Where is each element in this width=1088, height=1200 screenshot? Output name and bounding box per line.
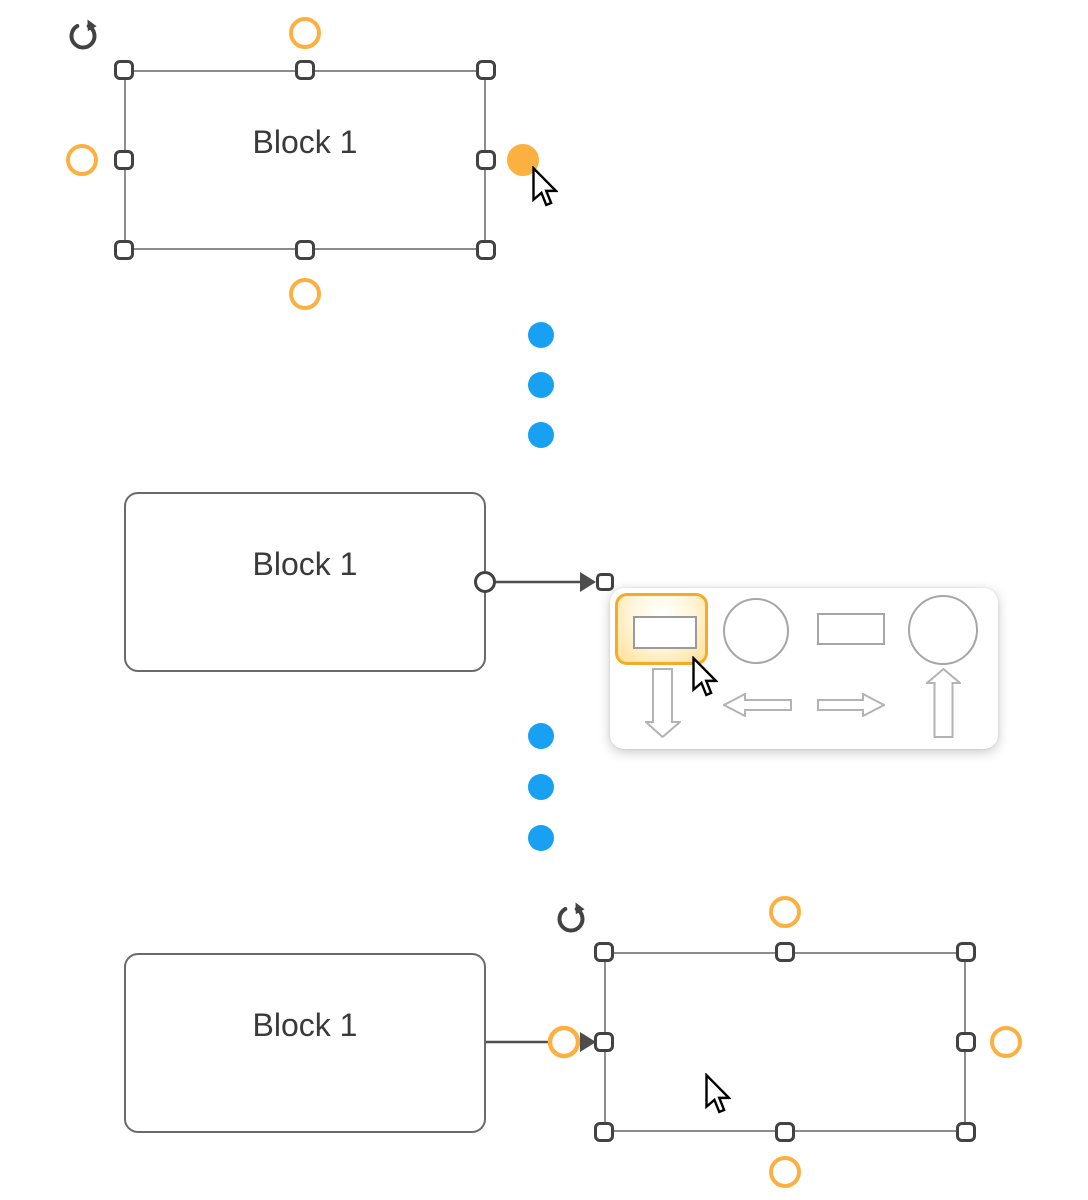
shape-picker-popup: [610, 588, 998, 749]
resize-handle-n[interactable]: [775, 942, 795, 962]
connector-arrowhead: [580, 572, 596, 592]
step-separator-dot: [528, 372, 554, 398]
resize-handle-sw[interactable]: [114, 240, 134, 260]
shape-label: Block 1: [252, 545, 358, 582]
direction-arrow-top[interactable]: [289, 17, 321, 49]
step-separator-dot: [528, 322, 554, 348]
connector-edge[interactable]: [495, 570, 599, 594]
step-separator-dot: [528, 723, 554, 749]
resize-handle-n[interactable]: [295, 60, 315, 80]
connector-arrowhead: [580, 1032, 596, 1052]
resize-handle-e[interactable]: [476, 150, 496, 170]
shape-block1[interactable]: Block 1: [124, 492, 486, 672]
shape-option-arrow-down[interactable]: [645, 668, 681, 738]
rectangle-shape-icon: [633, 616, 697, 649]
shape-label: Block 1: [252, 1006, 358, 1043]
selected-shape-block1[interactable]: Block 1: [124, 70, 486, 250]
mouse-cursor: [705, 1073, 731, 1114]
resize-handle-ne[interactable]: [476, 60, 496, 80]
shape-label: Block 1: [252, 123, 358, 160]
shape-block1[interactable]: Block 1: [124, 953, 486, 1133]
resize-handle-s[interactable]: [295, 240, 315, 260]
rotate-handle-icon[interactable]: [66, 18, 100, 52]
resize-handle-ne[interactable]: [956, 942, 976, 962]
resize-handle-w[interactable]: [114, 150, 134, 170]
resize-handle-w[interactable]: [594, 1032, 614, 1052]
shape-option-arrow-right[interactable]: [817, 693, 885, 717]
step-separator-dot: [528, 774, 554, 800]
shape-option-rectangle-highlighted[interactable]: [615, 593, 708, 665]
shape-option-rectangle[interactable]: [817, 613, 885, 645]
connector-endpoint-handle[interactable]: [596, 573, 614, 591]
connector-edge[interactable]: [486, 1022, 598, 1062]
shape-option-arrow-left[interactable]: [723, 693, 792, 717]
mouse-cursor: [532, 166, 558, 207]
rotate-handle-icon[interactable]: [554, 901, 588, 935]
resize-handle-se[interactable]: [476, 240, 496, 260]
selected-new-shape[interactable]: [604, 952, 966, 1132]
direction-arrow-bottom[interactable]: [769, 1156, 801, 1188]
resize-handle-nw[interactable]: [114, 60, 134, 80]
shape-option-circle-2[interactable]: [908, 595, 978, 665]
connection-source-point[interactable]: [474, 571, 496, 593]
direction-arrow-right[interactable]: [990, 1026, 1022, 1058]
direction-arrow-top[interactable]: [769, 896, 801, 928]
resize-handle-s[interactable]: [775, 1122, 795, 1142]
mouse-cursor: [692, 656, 718, 697]
resize-handle-nw[interactable]: [594, 942, 614, 962]
resize-handle-e[interactable]: [956, 1032, 976, 1052]
resize-handle-sw[interactable]: [594, 1122, 614, 1142]
direction-arrow-left[interactable]: [66, 144, 98, 176]
shape-option-circle[interactable]: [723, 598, 789, 664]
step-separator-dot: [528, 825, 554, 851]
connection-endpoint-circle: [547, 1025, 581, 1059]
direction-arrow-bottom[interactable]: [289, 278, 321, 310]
shape-option-arrow-up[interactable]: [926, 668, 961, 738]
resize-handle-se[interactable]: [956, 1122, 976, 1142]
step-separator-dot: [528, 422, 554, 448]
